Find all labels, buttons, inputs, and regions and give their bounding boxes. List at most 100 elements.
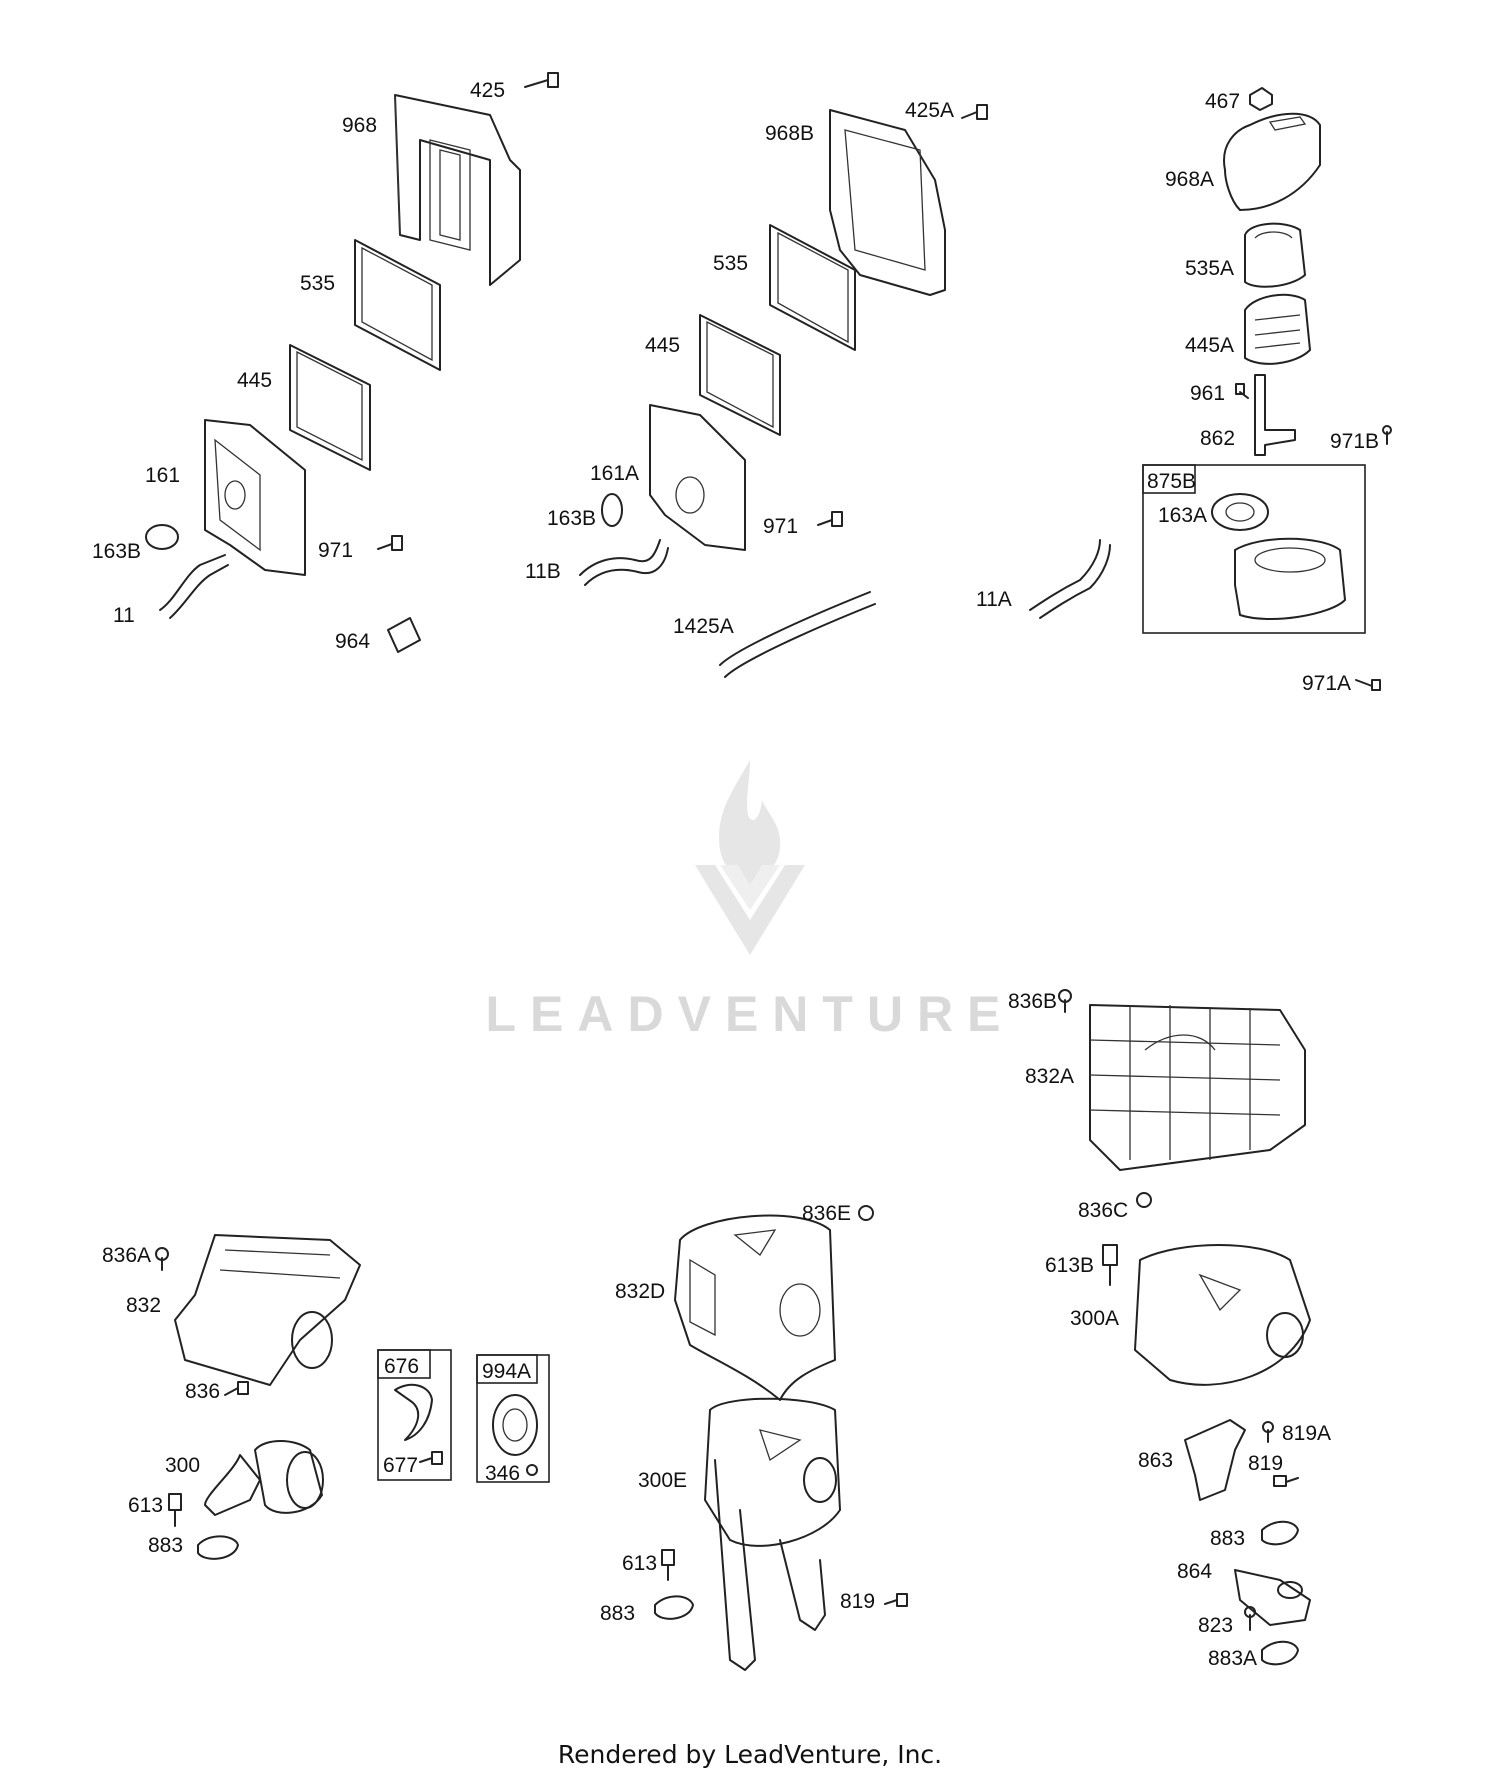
part-836e-screw[interactable]: [858, 1205, 874, 1221]
part-836-screw[interactable]: [224, 1381, 249, 1396]
part-1425a-hose[interactable]: [719, 591, 876, 678]
callout-161a: 161A: [590, 462, 639, 485]
part-163b-gasket-2[interactable]: [601, 493, 623, 527]
part-161a-base[interactable]: [649, 404, 746, 551]
leadventure-logo-watermark: [695, 760, 805, 955]
part-161-air-cleaner-base[interactable]: [204, 419, 306, 576]
part-819-screw-2[interactable]: [884, 1593, 908, 1607]
part-445-filter-2[interactable]: [699, 314, 781, 436]
part-11-breather-tube[interactable]: [159, 554, 229, 619]
callout-535-2: 535: [713, 252, 748, 275]
callout-875b: 875B: [1147, 470, 1196, 493]
part-535-filter-frame[interactable]: [354, 239, 441, 371]
part-883-gasket[interactable]: [1261, 1520, 1299, 1546]
callout-819: 819: [1248, 1452, 1283, 1475]
group-label-box-875b: [1142, 464, 1196, 494]
part-346-screw[interactable]: [526, 1464, 538, 1476]
callout-968: 968: [342, 114, 377, 137]
callout-971-2: 971: [763, 515, 798, 538]
callout-467: 467: [1205, 90, 1240, 113]
callout-864: 864: [1177, 1560, 1212, 1583]
part-467-nut[interactable]: [1249, 87, 1273, 111]
callout-11b: 11B: [525, 560, 561, 583]
part-883-gasket-2[interactable]: [197, 1535, 239, 1560]
part-862-bracket[interactable]: [1254, 374, 1296, 456]
part-971-screw[interactable]: [377, 535, 403, 551]
part-535-filter-frame-2[interactable]: [769, 224, 856, 351]
part-832a-guard-cage[interactable]: [1089, 1004, 1306, 1171]
part-964-sleeve[interactable]: [387, 617, 421, 653]
part-425-screw[interactable]: [524, 72, 559, 88]
part-823-screw[interactable]: [1244, 1606, 1256, 1631]
callout-832: 832: [126, 1294, 161, 1317]
part-971a-screw[interactable]: [1355, 679, 1381, 691]
part-300e-muffler[interactable]: [704, 1397, 841, 1671]
part-832d-muffler-guard[interactable]: [674, 1214, 836, 1401]
callout-883: 883: [1210, 1527, 1245, 1550]
callout-971b: 971B: [1330, 430, 1379, 453]
part-819-screw[interactable]: [1273, 1475, 1299, 1487]
part-11b-tube[interactable]: [579, 539, 669, 586]
callout-613b: 613B: [1045, 1254, 1094, 1277]
callout-535: 535: [300, 272, 335, 295]
part-819a-screw[interactable]: [1262, 1421, 1274, 1443]
part-883a-gasket[interactable]: [1261, 1640, 1299, 1666]
part-836b-screw[interactable]: [1058, 989, 1072, 1013]
part-11a-tube[interactable]: [1029, 539, 1111, 619]
group-box-875b: [1142, 464, 1366, 634]
part-971-screw-2[interactable]: [817, 511, 843, 527]
part-968-air-cleaner-cover[interactable]: [394, 94, 521, 286]
callout-836a: 836A: [102, 1244, 151, 1267]
part-163b-gasket[interactable]: [145, 524, 179, 550]
part-613-stud[interactable]: [168, 1493, 182, 1527]
part-613b-stud[interactable]: [1102, 1244, 1118, 1286]
callout-346: 346: [485, 1462, 520, 1485]
callout-163a: 163A: [1158, 504, 1207, 527]
callout-445: 445: [237, 369, 272, 392]
callout-994a: 994A: [482, 1360, 531, 1383]
callout-836c: 836C: [1078, 1199, 1128, 1222]
part-445-filter[interactable]: [289, 344, 371, 471]
callout-961: 961: [1190, 382, 1225, 405]
part-961-screw[interactable]: [1235, 383, 1249, 399]
part-836a-screw[interactable]: [155, 1247, 169, 1271]
callout-971: 971: [318, 539, 353, 562]
callout-11: 11: [113, 604, 135, 627]
part-994a-spark-arrestor[interactable]: [492, 1394, 538, 1456]
part-676-clamp[interactable]: [394, 1383, 433, 1441]
callout-163b-2: 163B: [547, 507, 596, 530]
part-613-stud-2[interactable]: [661, 1549, 675, 1581]
callout-613-2: 613: [622, 1552, 657, 1575]
callout-862: 862: [1200, 427, 1235, 450]
callout-832d: 832D: [615, 1280, 665, 1303]
callout-836e: 836E: [802, 1202, 851, 1225]
callout-883-3: 883: [600, 1602, 635, 1625]
callout-300a: 300A: [1070, 1307, 1119, 1330]
part-863-bracket[interactable]: [1184, 1419, 1246, 1501]
part-535a-filter[interactable]: [1244, 222, 1306, 288]
part-425a-screw[interactable]: [961, 104, 988, 120]
part-300a-muffler[interactable]: [1134, 1244, 1311, 1386]
group-label-box-994a: [476, 1354, 538, 1384]
group-label-box-676: [377, 1349, 431, 1379]
part-883-gasket-3[interactable]: [654, 1595, 694, 1620]
part-445a-filter[interactable]: [1244, 293, 1311, 365]
part-836c-screw[interactable]: [1136, 1192, 1152, 1208]
callout-863: 863: [1138, 1449, 1173, 1472]
callout-425a: 425A: [905, 99, 954, 122]
callout-163b: 163B: [92, 540, 141, 563]
callout-11a: 11A: [976, 588, 1012, 611]
callout-535a: 535A: [1185, 257, 1234, 280]
callout-677: 677: [383, 1454, 418, 1477]
part-968b-cover[interactable]: [829, 109, 946, 296]
part-677-screw[interactable]: [419, 1451, 443, 1465]
part-864-spark-arrestor[interactable]: [1234, 1569, 1311, 1626]
part-163a-gasket[interactable]: [1211, 493, 1269, 531]
part-875b-base[interactable]: [1234, 537, 1346, 621]
callout-971a: 971A: [1302, 672, 1351, 695]
part-832-heat-shield[interactable]: [174, 1234, 361, 1386]
part-968a-cover[interactable]: [1223, 112, 1321, 211]
part-971b-screw[interactable]: [1382, 425, 1392, 445]
part-300-muffler[interactable]: [204, 1440, 324, 1516]
